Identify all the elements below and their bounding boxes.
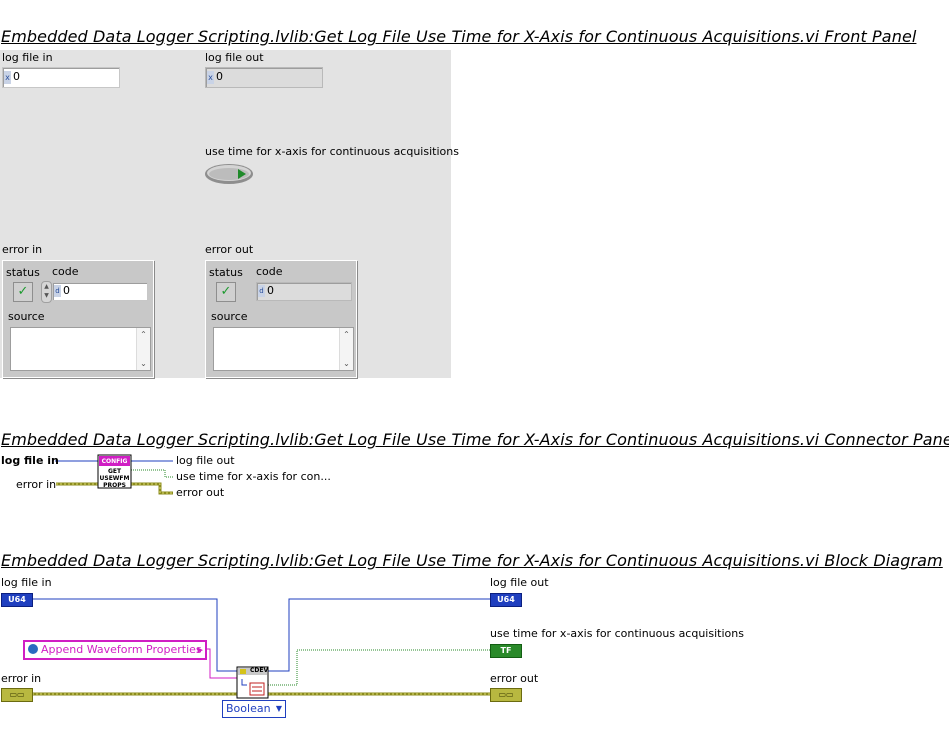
- status-indicator: ✓: [216, 282, 236, 302]
- block-diagram-heading: Embedded Data Logger Scripting.lvlib:Get…: [1, 551, 943, 570]
- error-cluster-icon: ▭▭: [9, 690, 25, 699]
- log-file-in-value[interactable]: 0: [13, 70, 20, 83]
- error-in-cluster: status code ✓ ▲▼ d 0 source ⌃ ⌄: [2, 260, 154, 378]
- cp-output-log-file-out: log file out: [176, 454, 235, 467]
- source-label: source: [8, 310, 45, 323]
- bd-log-file-out-label: log file out: [490, 576, 549, 589]
- code-input[interactable]: d 0: [52, 282, 148, 301]
- icon-text-line: GET: [107, 468, 122, 475]
- radix-indicator[interactable]: d: [258, 285, 265, 297]
- icon-text-line: PROPS: [103, 482, 126, 489]
- boolean-type-selector[interactable]: Boolean ▼: [222, 700, 286, 718]
- code-label: code: [256, 265, 283, 278]
- log-file-out-value: 0: [216, 70, 223, 83]
- bd-error-out-terminal[interactable]: ▭▭: [490, 688, 522, 702]
- bd-error-in-terminal[interactable]: ▭▭: [1, 688, 33, 702]
- connector-pane-heading: Embedded Data Logger Scripting.lvlib:Get…: [1, 430, 949, 449]
- log-file-out-label: log file out: [205, 51, 264, 64]
- globe-icon: [28, 644, 38, 654]
- radix-indicator[interactable]: d: [54, 285, 61, 297]
- use-time-label: use time for x-axis for continuous acqui…: [205, 145, 459, 158]
- code-label: code: [52, 265, 79, 278]
- append-waveform-properties-constant[interactable]: Append Waveform Properties▸: [23, 640, 207, 660]
- block-diagram-wiring: [32, 598, 490, 699]
- icon-text-line: USEWFM: [99, 475, 130, 482]
- checkmark-icon: ✓: [220, 284, 232, 299]
- chevron-down-icon[interactable]: ▼: [275, 704, 282, 713]
- bd-log-file-in-terminal[interactable]: U64: [1, 593, 33, 607]
- source-textbox[interactable]: ⌃ ⌄: [10, 327, 151, 371]
- status-checkbox[interactable]: ✓: [13, 282, 33, 302]
- front-panel-heading: Embedded Data Logger Scripting.lvlib:Get…: [1, 27, 917, 46]
- scroll-up-icon[interactable]: ⌃: [343, 330, 350, 339]
- cp-input-log-file-in: log file in: [1, 454, 59, 467]
- radix-indicator[interactable]: x: [207, 71, 214, 84]
- get-property-subvi-node[interactable]: [237, 667, 268, 698]
- bd-log-file-out-terminal[interactable]: U64: [490, 593, 522, 607]
- error-cluster-icon: ▭▭: [498, 690, 514, 699]
- scroll-up-icon[interactable]: ⌃: [140, 330, 147, 339]
- use-time-led-indicator: [204, 162, 254, 184]
- error-out-cluster: status code ✓ d 0 source ⌃ ⌄: [205, 260, 357, 378]
- code-indicator: d 0: [256, 282, 352, 301]
- property-constant-text: Append Waveform Properties: [41, 643, 202, 656]
- bd-error-out-label: error out: [490, 672, 539, 685]
- bd-use-time-terminal[interactable]: TF: [490, 644, 522, 658]
- code-value: 0: [267, 284, 274, 297]
- log-file-out-indicator: x 0: [205, 67, 323, 88]
- bd-log-file-in-label: log file in: [1, 576, 52, 589]
- code-value[interactable]: 0: [63, 284, 70, 297]
- ring-arrow-icon[interactable]: ▸: [197, 643, 203, 656]
- connector-pane-wiring: [55, 454, 173, 495]
- icon-banner-text: CONFIG: [101, 458, 128, 465]
- cp-input-error-in: error in: [16, 478, 57, 491]
- bd-use-time-label: use time for x-axis for continuous acqui…: [490, 627, 744, 640]
- node-label: CDEV: [250, 667, 269, 674]
- scrollbar[interactable]: ⌃ ⌄: [136, 328, 150, 370]
- checkmark-icon: ✓: [17, 284, 29, 299]
- bd-error-in-label: error in: [1, 672, 42, 685]
- type-selector-value: Boolean: [226, 702, 271, 715]
- u64-type-text: U64: [497, 595, 515, 604]
- radix-indicator[interactable]: x: [4, 71, 11, 84]
- cp-output-use-time: use time for x-axis for con...: [176, 470, 331, 483]
- status-label: status: [209, 266, 243, 279]
- front-panel: log file in x 0 log file out x 0 use tim…: [0, 50, 459, 378]
- cp-output-error-out: error out: [176, 486, 225, 499]
- log-file-in-label: log file in: [2, 51, 53, 64]
- source-label: source: [211, 310, 248, 323]
- source-textbox: ⌃ ⌄: [213, 327, 354, 371]
- error-in-label: error in: [2, 243, 43, 256]
- play-icon: [238, 169, 246, 179]
- scrollbar[interactable]: ⌃ ⌄: [339, 328, 353, 370]
- scroll-down-icon[interactable]: ⌄: [140, 359, 147, 368]
- tf-type-text: TF: [500, 646, 512, 655]
- scroll-down-icon[interactable]: ⌄: [343, 359, 350, 368]
- u64-type-text: U64: [8, 595, 26, 604]
- status-label: status: [6, 266, 40, 279]
- log-file-in-control[interactable]: x 0: [2, 67, 120, 88]
- code-increment-decrement[interactable]: ▲▼: [41, 281, 52, 303]
- error-out-label: error out: [205, 243, 254, 256]
- subvi-icon[interactable]: CONFIG GET USEWFM PROPS: [98, 456, 131, 489]
